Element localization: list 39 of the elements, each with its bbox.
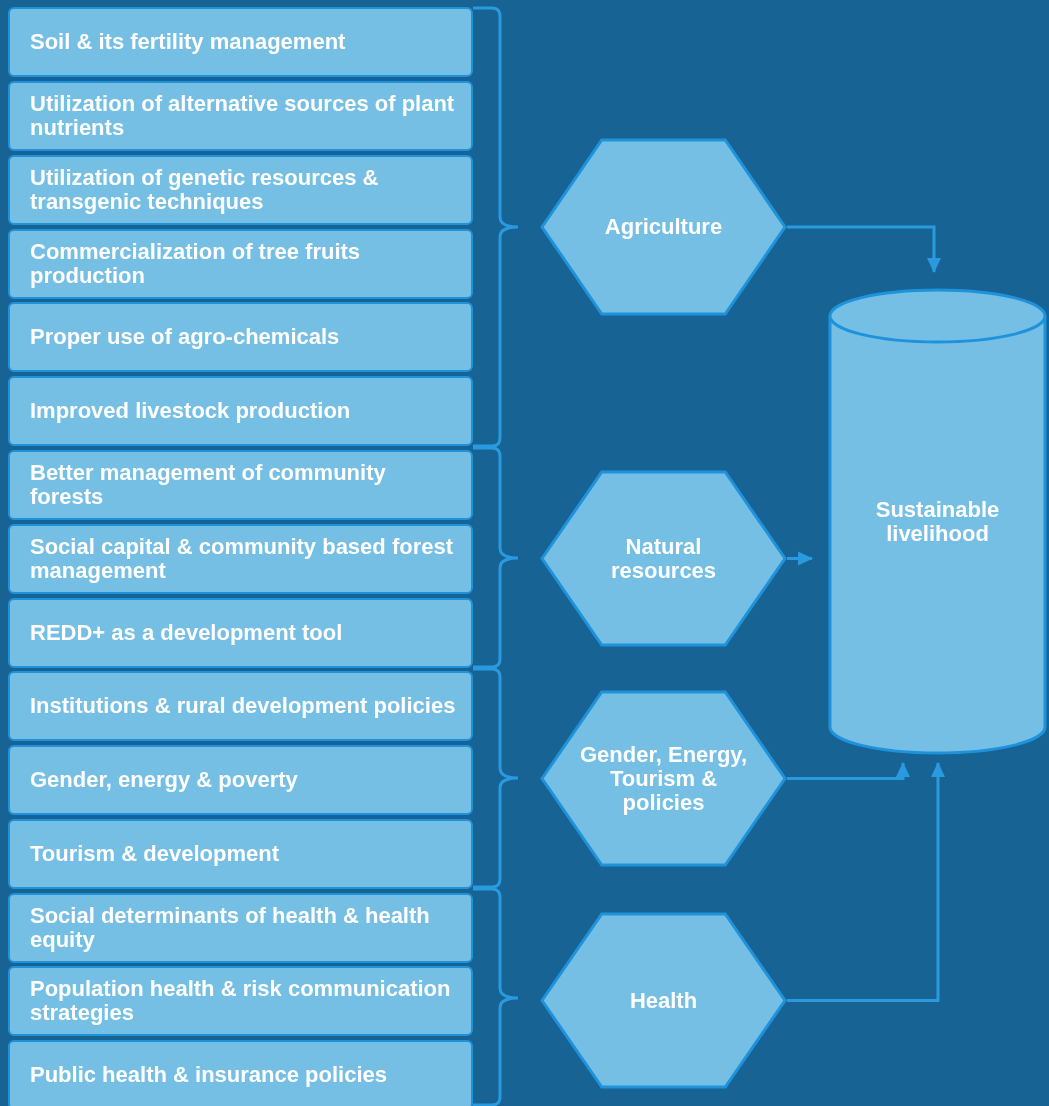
node-label: Soil & its fertility management xyxy=(30,30,346,54)
arrow xyxy=(787,225,941,273)
topic-box xyxy=(8,81,473,151)
topic-box xyxy=(8,893,473,963)
node-label: Gender, energy & poverty xyxy=(30,768,298,792)
node-label: Commercialization of tree fruits production xyxy=(30,240,362,288)
topic-box xyxy=(8,745,473,815)
arrow xyxy=(787,762,945,1002)
topic-box xyxy=(8,450,473,520)
node-label: Natural resources xyxy=(609,534,718,583)
node-label: Agriculture xyxy=(604,215,723,239)
node-label: Better management of community forests xyxy=(30,461,387,509)
topic-box xyxy=(8,819,473,889)
topic-box xyxy=(8,155,473,225)
node-label: Social determinants of health & health equity xyxy=(30,904,431,952)
node-label: REDD+ as a development tool xyxy=(30,621,343,645)
topic-box xyxy=(8,376,473,446)
topic-box xyxy=(8,671,473,741)
node-label: Public health & insurance policies xyxy=(30,1063,387,1087)
topic-box xyxy=(8,7,473,77)
node-label: Social capital & community based forest management xyxy=(30,535,454,583)
arrow xyxy=(787,762,910,780)
node-label: Institutions & rural development policies xyxy=(30,694,456,718)
topic-box xyxy=(8,229,473,299)
topic-box xyxy=(8,302,473,372)
node-label: Population health & risk communication strategies xyxy=(30,977,452,1025)
topic-box xyxy=(8,598,473,668)
node-label: Utilization of genetic resources & transgenic techniques xyxy=(30,166,380,214)
node-label: Proper use of agro-chemicals xyxy=(30,325,340,349)
arrow xyxy=(787,551,813,566)
node-label: Health xyxy=(629,988,698,1013)
node-label: Sustainable livelihood xyxy=(874,497,1001,546)
node-label: Tourism & development xyxy=(30,842,279,866)
node-label: Utilization of alternative sources of plant nutrients xyxy=(30,92,456,140)
topic-box xyxy=(8,524,473,594)
topic-box xyxy=(8,966,473,1036)
topic-box xyxy=(8,1040,473,1106)
node-label: Improved livestock production xyxy=(30,399,351,423)
node-label: Gender, Energy, Tourism & policies xyxy=(578,742,749,815)
